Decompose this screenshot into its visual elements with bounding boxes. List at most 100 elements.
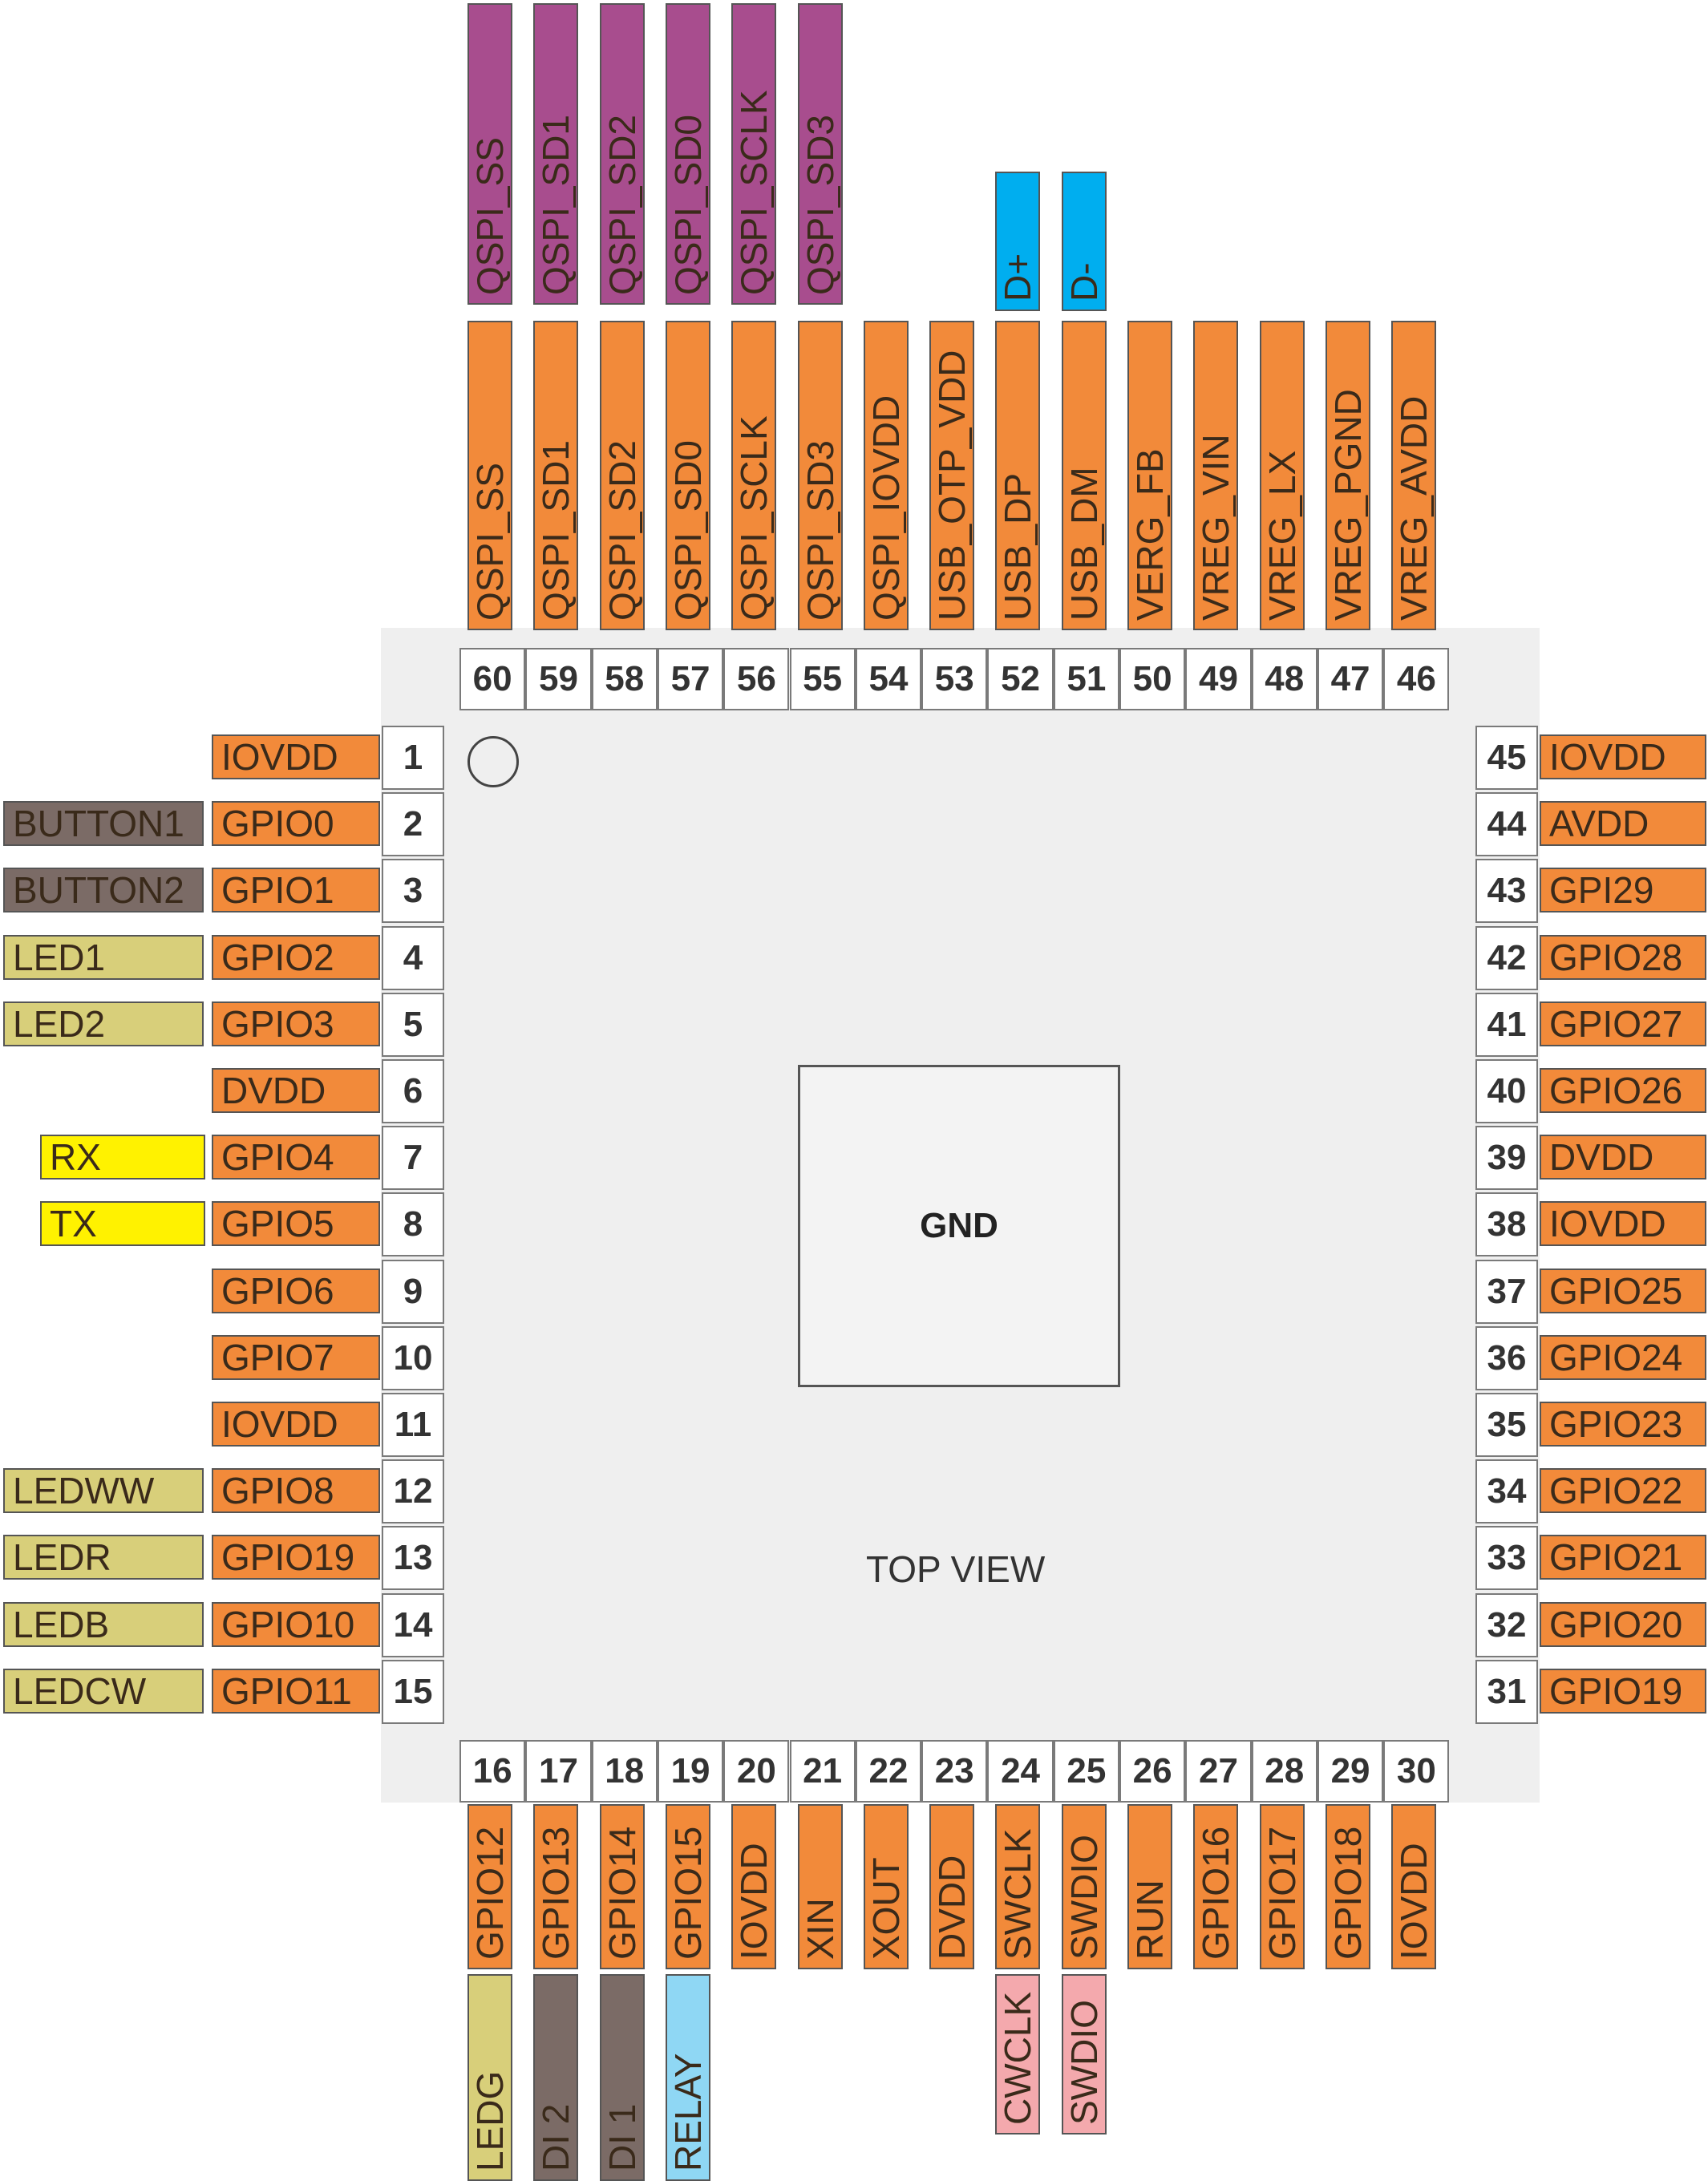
left-pin-2-name: GPIO0 <box>212 801 380 847</box>
left-pin-15-name: GPIO11 <box>212 1668 380 1714</box>
right-pin-37-name: GPIO25 <box>1540 1268 1706 1313</box>
left-pin-10-name-label: GPIO7 <box>221 1336 334 1378</box>
pin-number-31: 31 <box>1475 1659 1538 1724</box>
bottom-pin-16-name-label: GPIO12 <box>469 1826 511 1960</box>
left-pin-12-name: GPIO8 <box>212 1468 380 1514</box>
right-pin-35-name-label: GPIO23 <box>1549 1403 1683 1445</box>
pin-number-6: 6 <box>382 1059 444 1123</box>
right-pin-42-name-label: GPIO28 <box>1549 936 1683 978</box>
top-pin-47-name-label: VREG_PGND <box>1326 389 1369 621</box>
top-pin-57-func: QSPI_SD0 <box>665 3 710 305</box>
bottom-pin-30-name-label: IOVDD <box>1393 1843 1435 1960</box>
bottom-pin-29-name: GPIO18 <box>1325 1804 1370 1969</box>
top-pin-57-func-label: QSPI_SD0 <box>666 115 709 295</box>
left-pin-4-func-label: LED1 <box>13 936 106 978</box>
left-pin-2-name-label: GPIO0 <box>221 803 334 845</box>
pin-number-20: 20 <box>723 1740 790 1803</box>
left-pin-14-func: LEDB <box>3 1601 204 1647</box>
top-pin-51-func-label: D- <box>1062 262 1105 301</box>
left-pin-4-name-label: GPIO2 <box>221 936 334 978</box>
bottom-pin-21-name: XIN <box>797 1804 843 1969</box>
top-pin-50-name: VERG_FB <box>1127 321 1172 630</box>
pin-number-26: 26 <box>1119 1740 1186 1803</box>
pin-number-43: 43 <box>1475 859 1538 924</box>
left-pin-6-name: DVDD <box>212 1068 380 1113</box>
bottom-pin-17-func: DI 2 <box>533 1974 579 2181</box>
bottom-pin-25-func-label: SWDIO <box>1062 2000 1105 2125</box>
pin-number-12: 12 <box>382 1459 444 1524</box>
top-pin-56-name: QSPI_SCLK <box>731 321 777 630</box>
pin-number-23: 23 <box>921 1740 988 1803</box>
pin-number-41: 41 <box>1475 992 1538 1057</box>
left-pin-5-func-label: LED2 <box>13 1002 106 1045</box>
ground-pad: GND <box>798 1065 1120 1387</box>
bottom-pin-19-func: RELAY <box>665 1974 710 2181</box>
pin-number-16: 16 <box>459 1740 526 1803</box>
top-pin-59-name: QSPI_SD1 <box>533 321 579 630</box>
pin-number-50: 50 <box>1119 648 1186 710</box>
top-pin-59-name-label: QSPI_SD1 <box>535 440 577 621</box>
left-pin-12-name-label: GPIO8 <box>221 1470 334 1512</box>
right-pin-32-name: GPIO20 <box>1540 1601 1706 1647</box>
right-pin-41-name: GPIO27 <box>1540 1001 1706 1046</box>
left-pin-8-name: GPIO5 <box>212 1201 380 1247</box>
bottom-pin-25-name-label: SWDIO <box>1062 1835 1105 1960</box>
bottom-pin-16-name: GPIO12 <box>467 1804 512 1969</box>
pin-number-52: 52 <box>987 648 1054 710</box>
pin-number-2: 2 <box>382 792 444 857</box>
left-pin-3-name-label: GPIO1 <box>221 869 334 912</box>
pin-number-42: 42 <box>1475 925 1538 990</box>
bottom-pin-18-func: DI 1 <box>599 1974 645 2181</box>
pin-number-9: 9 <box>382 1259 444 1324</box>
left-pin-2-func-label: BUTTON1 <box>13 803 184 845</box>
right-pin-34-name-label: GPIO22 <box>1549 1470 1683 1512</box>
pin-number-33: 33 <box>1475 1526 1538 1591</box>
left-pin-5-name: GPIO3 <box>212 1001 380 1046</box>
view-label: TOP VIEW <box>866 1548 1046 1590</box>
right-pin-38-name: IOVDD <box>1540 1201 1706 1247</box>
pin-number-56: 56 <box>723 648 790 710</box>
top-pin-48-name-label: VREG_LX <box>1261 450 1303 621</box>
bottom-pin-24-name: SWCLK <box>995 1804 1041 1969</box>
top-pin-49-name-label: VREG_VIN <box>1195 434 1237 621</box>
bottom-pin-24-func: CWCLK <box>995 1974 1041 2134</box>
left-pin-9-name-label: GPIO6 <box>221 1269 334 1312</box>
bottom-pin-19-name: GPIO15 <box>665 1804 710 1969</box>
pin-number-47: 47 <box>1317 648 1384 710</box>
bottom-pin-25-name: SWDIO <box>1061 1804 1107 1969</box>
pin-number-29: 29 <box>1317 1740 1384 1803</box>
right-pin-43-name-label: GPI29 <box>1549 869 1654 912</box>
top-pin-59-func: QSPI_SD1 <box>533 3 579 305</box>
top-pin-54-name: QSPI_IOVDD <box>863 321 909 630</box>
top-pin-50-name-label: VERG_FB <box>1129 448 1171 621</box>
top-pin-48-name: VREG_LX <box>1259 321 1305 630</box>
left-pin-4-name: GPIO2 <box>212 934 380 980</box>
ground-pad-label: GND <box>920 1206 998 1245</box>
right-pin-35-name: GPIO23 <box>1540 1402 1706 1447</box>
top-pin-58-name: QSPI_SD2 <box>599 321 645 630</box>
right-pin-45-name: IOVDD <box>1540 734 1706 779</box>
right-pin-31-name-label: GPIO19 <box>1549 1669 1683 1712</box>
left-pin-3-name: GPIO1 <box>212 868 380 913</box>
pin-number-54: 54 <box>855 648 922 710</box>
top-pin-46-name: VREG_AVDD <box>1391 321 1437 630</box>
top-pin-47-name: VREG_PGND <box>1325 321 1370 630</box>
right-pin-32-name-label: GPIO20 <box>1549 1603 1683 1645</box>
bottom-pin-26-name-label: RUN <box>1129 1880 1171 1960</box>
bottom-pin-19-name-label: GPIO15 <box>666 1826 709 1960</box>
pin-number-10: 10 <box>382 1325 444 1390</box>
left-pin-7-name-label: GPIO4 <box>221 1136 334 1179</box>
pin-number-35: 35 <box>1475 1393 1538 1457</box>
bottom-pin-18-name: GPIO14 <box>599 1804 645 1969</box>
top-pin-57-name: QSPI_SD0 <box>665 321 710 630</box>
left-pin-14-name: GPIO10 <box>212 1601 380 1647</box>
pin-number-49: 49 <box>1185 648 1252 710</box>
bottom-pin-23-name: DVDD <box>929 1804 975 1969</box>
top-pin-56-name-label: QSPI_SCLK <box>733 415 775 621</box>
left-pin-15-func-label: LEDCW <box>13 1669 147 1712</box>
pin-number-8: 8 <box>382 1192 444 1257</box>
top-pin-58-name-label: QSPI_SD2 <box>601 440 643 621</box>
left-pin-14-name-label: GPIO10 <box>221 1603 355 1645</box>
bottom-pin-29-name-label: GPIO18 <box>1326 1826 1369 1960</box>
